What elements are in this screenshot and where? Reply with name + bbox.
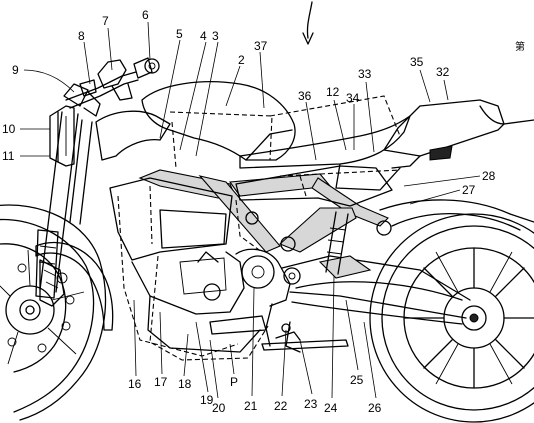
ref-numeral-22: 22 bbox=[274, 399, 288, 413]
ref-numeral-26: 26 bbox=[368, 401, 382, 415]
front-fender bbox=[35, 241, 114, 331]
ref-numeral-16: 16 bbox=[128, 377, 142, 391]
ref-numeral-5: 5 bbox=[176, 27, 183, 41]
fuel-tank bbox=[141, 81, 296, 169]
underbody-outline bbox=[149, 255, 269, 361]
front-shroud bbox=[95, 110, 171, 161]
ref-numeral-33: 33 bbox=[358, 67, 372, 81]
ref-numeral-4: 4 bbox=[200, 29, 207, 43]
rear-shock bbox=[325, 211, 349, 275]
ref-numeral-28: 28 bbox=[482, 169, 496, 183]
ref-numeral-18: 18 bbox=[178, 377, 192, 391]
ref-numeral-10: 10 bbox=[2, 122, 16, 136]
ref-numeral-21: 21 bbox=[244, 399, 258, 413]
direction-arrow bbox=[302, 1, 314, 45]
ref-numeral-2: 2 bbox=[238, 53, 245, 67]
ref-numeral-8: 8 bbox=[78, 29, 85, 43]
reference-numerals: 第 6 7 8 9 10 11 5 4 3 37 2 36 12 33 34 3… bbox=[2, 8, 525, 415]
ref-numeral-6: 6 bbox=[142, 8, 149, 22]
side-cover bbox=[235, 165, 393, 207]
rear-wheel bbox=[369, 213, 534, 423]
ref-numeral-35: 35 bbox=[410, 55, 424, 69]
ref-numeral-7: 7 bbox=[102, 14, 109, 28]
ref-numeral-12: 12 bbox=[326, 85, 340, 99]
ref-numeral-32: 32 bbox=[436, 65, 450, 79]
header-glyph: 第 bbox=[515, 40, 525, 53]
ref-numeral-19: 19 bbox=[200, 393, 214, 407]
ref-numeral-11: 11 bbox=[2, 149, 15, 163]
ref-numeral-37: 37 bbox=[254, 39, 268, 53]
footpeg-and-stand bbox=[209, 315, 349, 353]
main-frame bbox=[138, 169, 392, 253]
front-wheel bbox=[0, 204, 107, 421]
ref-numeral-24: 24 bbox=[324, 401, 338, 415]
seat bbox=[239, 95, 411, 191]
battery-case bbox=[109, 177, 261, 357]
ref-numeral-23: 23 bbox=[304, 397, 318, 411]
ref-numeral-P: P bbox=[230, 375, 238, 389]
rear-tail bbox=[379, 99, 534, 231]
ref-numeral-25: 25 bbox=[350, 373, 364, 387]
ref-numeral-3: 3 bbox=[212, 29, 219, 43]
leader-lines bbox=[20, 21, 481, 399]
ref-numeral-17: 17 bbox=[154, 375, 168, 389]
ref-numeral-9: 9 bbox=[12, 63, 19, 77]
ref-numeral-36: 36 bbox=[298, 89, 312, 103]
swing-arm bbox=[281, 255, 471, 325]
ref-numeral-34: 34 bbox=[346, 91, 360, 105]
ref-numeral-20: 20 bbox=[212, 401, 226, 415]
ref-numeral-27: 27 bbox=[462, 183, 476, 197]
handlebar-assembly bbox=[63, 57, 160, 117]
headlight bbox=[49, 105, 75, 167]
